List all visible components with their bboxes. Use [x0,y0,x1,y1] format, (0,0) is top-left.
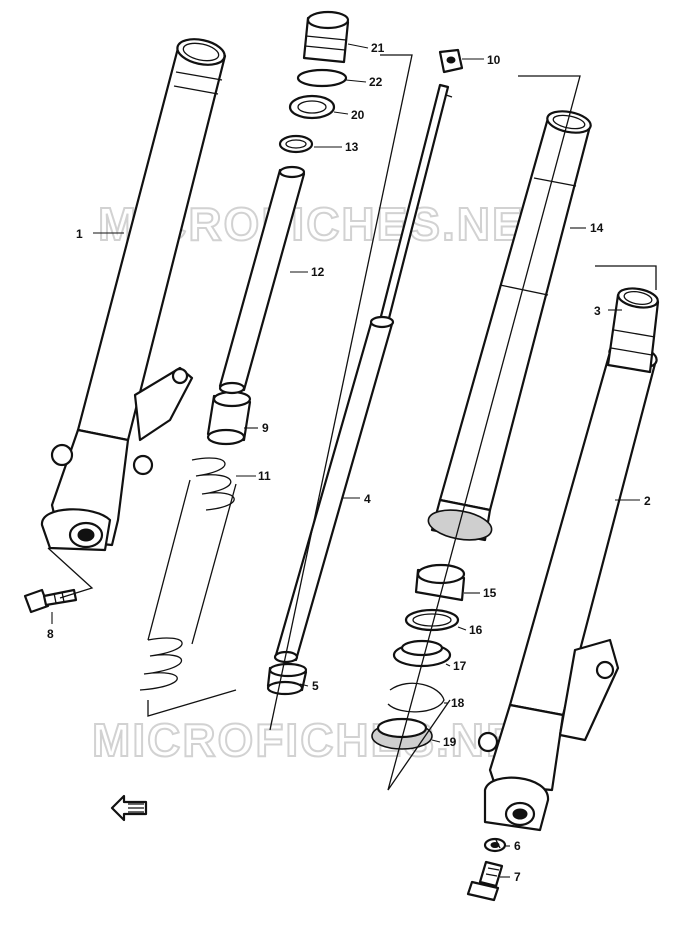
part-18-stopper-ring [387,682,445,713]
leader-lines [51,43,640,878]
part-7-bolt [466,860,504,902]
callout-6: 6 [514,839,521,853]
part-5-damper-rod-piece [266,662,308,696]
part-1-outer-tube-left [40,38,227,552]
alignment-guides [47,54,657,849]
callout-1: 1 [76,227,83,241]
callout-10: 10 [487,53,501,67]
part-21-cap-bolt [302,10,350,64]
part-4-damper-rod [273,83,453,664]
callout-11: 11 [258,469,271,483]
callout-14: 14 [590,221,604,235]
callout-17: 17 [453,659,467,673]
part-15-guide-bush [414,563,466,602]
callout-21: 21 [371,41,385,55]
callout-8: 8 [47,627,54,641]
watermark-bottom: MICROFICHES.NET [92,714,549,766]
callout-3: 3 [594,304,601,318]
part-9-spacer [206,390,252,446]
callout-12: 12 [311,265,325,279]
callout-5: 5 [312,679,319,693]
part-14-inner-tube [427,110,592,542]
part-11-fork-spring [139,457,237,691]
callout-7: 7 [514,870,521,884]
callout-18: 18 [451,696,465,710]
part-6-gasket [483,837,507,853]
callout-9: 9 [262,421,269,435]
part-20-washer [288,94,336,120]
part-10-nut [438,48,464,74]
part-22-o-ring [296,68,348,88]
part-19-dust-seal [371,717,433,750]
callout-2: 2 [644,494,651,508]
part-13-washer [278,134,314,154]
part-8-bolt [23,588,78,614]
callout-19: 19 [443,735,457,749]
part-3-oil-lock-piece [606,287,660,374]
part-12-spacer-pipe [218,165,306,395]
callout-22: 22 [369,75,383,89]
callout-15: 15 [483,586,497,600]
front-direction-arrow-icon [110,794,148,822]
callout-4: 4 [364,492,371,506]
callout-20: 20 [351,108,365,122]
callout-16: 16 [469,623,483,637]
callout-13: 13 [345,140,359,154]
